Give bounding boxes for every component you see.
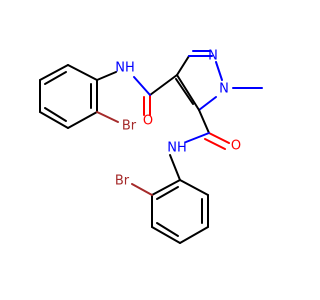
bond-c4-ctop xyxy=(149,74,178,96)
atom-o-top: O xyxy=(143,114,153,129)
bond-ar2-c xyxy=(179,226,209,244)
bond-ar2-d-double xyxy=(156,222,179,237)
bond-nhbot-ar2 xyxy=(169,154,181,181)
bond-ctop-nhtop xyxy=(133,76,151,96)
bond-ar1-b-double xyxy=(44,71,67,85)
bond-c4-c3 xyxy=(176,55,190,76)
atom-nh-top: NH xyxy=(115,61,135,76)
bond-ar2-f xyxy=(151,179,181,196)
bond-ar2-br xyxy=(131,183,153,196)
atom-nh-bottom: NH xyxy=(167,141,187,156)
molecule-structure: N N NH O Br NH O Br xyxy=(39,49,263,244)
atom-br-top: Br xyxy=(122,119,137,134)
bond-c5-c4-double xyxy=(175,78,194,105)
bond-ar1-d xyxy=(39,111,69,129)
bond-ar2-a xyxy=(179,179,209,196)
bond-ar1-a xyxy=(67,64,98,81)
bond-ar1-b xyxy=(39,64,69,81)
atom-n-ring-top: N xyxy=(208,49,218,64)
atom-br-bottom: Br xyxy=(115,174,130,189)
bond-ar2-f-double xyxy=(156,186,179,200)
atom-labels: N N NH O Br NH O Br xyxy=(115,49,241,189)
bond-cbot-obot-double xyxy=(204,138,226,150)
atom-n-ring-methyl: N xyxy=(219,82,229,97)
bond-n1-c5 xyxy=(198,96,217,111)
bond-cbot-obot xyxy=(208,132,230,144)
bond-c5-c4 xyxy=(176,74,200,111)
bond-ar1-e xyxy=(67,111,98,129)
bond-ar2-d xyxy=(151,226,181,244)
bond-n2-n1 xyxy=(215,61,223,81)
bond-ar1-d-double xyxy=(44,107,67,122)
bond-ar1-br xyxy=(96,111,119,123)
bond-nhtop-ar1 xyxy=(96,71,117,81)
atom-o-bottom: O xyxy=(231,139,241,154)
bonds xyxy=(39,50,263,244)
bond-cbot-nhbot xyxy=(185,132,210,143)
bond-c5-cbot xyxy=(198,109,210,134)
